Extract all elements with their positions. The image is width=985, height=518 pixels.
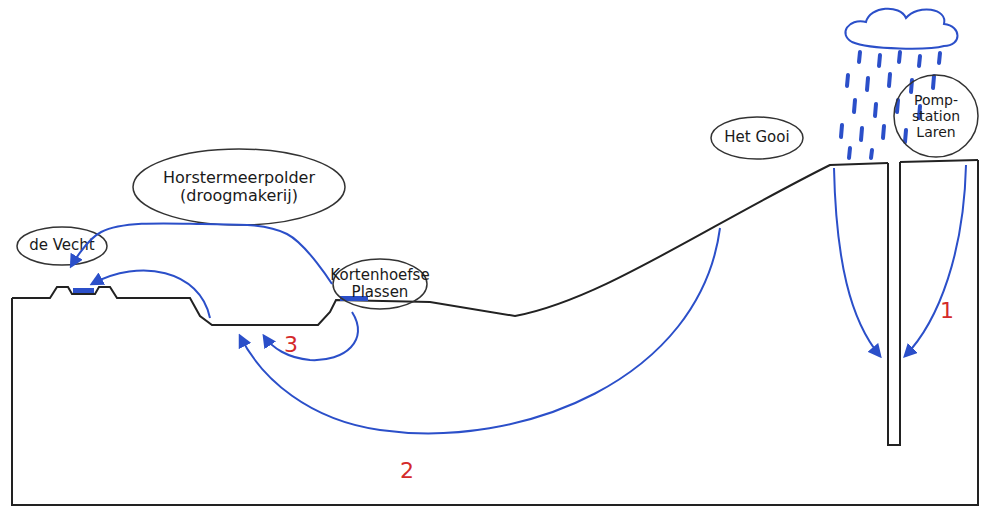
infiltration-arrow (834, 168, 880, 356)
place-name: Kortenhoefse Plassen (324, 267, 435, 302)
flow-arrow (71, 223, 332, 284)
rain-cloud (845, 9, 957, 49)
pump-well (888, 162, 900, 445)
place-name: Het Gooi (718, 129, 795, 146)
label-oval: Het Gooi (710, 116, 804, 160)
label-oval: Horstermeerpolder (droogmakerij) (132, 148, 346, 226)
oval-shape (133, 149, 345, 225)
place-name: Horstermeerpolder (droogmakerij) (132, 169, 346, 206)
oval-shape (17, 227, 107, 265)
label-oval: Pomp- station Laren (893, 74, 979, 158)
callout-number: 1 (940, 298, 954, 323)
river-water (73, 288, 94, 293)
callout-number: 3 (284, 332, 298, 357)
place-name: de Vecht (23, 237, 100, 254)
polder-drainage-arrow (92, 271, 210, 318)
place-name: Pomp- station Laren (893, 92, 979, 140)
label-oval: Kortenhoefse Plassen (332, 258, 428, 310)
callout-number: 2 (400, 458, 414, 483)
oval-shape (711, 117, 803, 159)
infiltration-arrow (905, 165, 966, 356)
seepage-arrow (264, 312, 358, 360)
label-oval: de Vecht (16, 226, 108, 266)
oval-shape (894, 75, 978, 157)
groundwater-flow-arrow (240, 228, 720, 433)
ground-surface (12, 160, 978, 325)
